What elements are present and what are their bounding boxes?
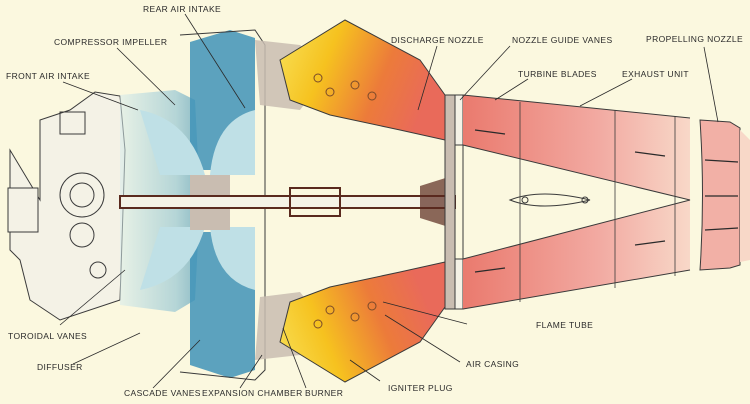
label-nozzle-guide-vanes: NOZZLE GUIDE VANES xyxy=(512,35,613,45)
label-propelling-nozzle: PROPELLING NOZZLE xyxy=(646,34,744,44)
leader-lines xyxy=(59,13,719,389)
label-discharge-nozzle: DISCHARGE NOZZLE xyxy=(391,35,484,45)
label-air-casing: AIR CASING xyxy=(466,359,520,369)
label-burner: BURNER xyxy=(305,388,344,398)
label-diffuser: DIFFUSER xyxy=(37,362,83,372)
propelling-nozzle xyxy=(699,119,750,271)
label-cascade-vanes: CASCADE VANES xyxy=(124,388,201,398)
combustion-chamber-bottom xyxy=(279,261,446,383)
accessory-gearbox xyxy=(7,91,126,321)
label-rear-air-intake: REAR AIR INTAKE xyxy=(143,4,222,14)
label-compressor-impeller: COMPRESSOR IMPELLER xyxy=(54,37,168,47)
label-toroidal-vanes: TOROIDAL VANES xyxy=(8,331,88,341)
label-expansion-chamber: EXPANSION CHAMBER xyxy=(202,388,303,398)
label-turbine-blades: TURBINE BLADES xyxy=(518,69,597,79)
label-exhaust-unit: EXHAUST UNIT xyxy=(622,69,689,79)
label-front-air-intake: FRONT AIR INTAKE xyxy=(6,71,91,81)
label-igniter-plug: IGNITER PLUG xyxy=(388,383,453,393)
label-flame-tube: FLAME TUBE xyxy=(536,320,594,330)
flow-arrows xyxy=(474,129,739,273)
main-shaft xyxy=(119,175,456,229)
exhaust-unit xyxy=(462,94,691,310)
turbine xyxy=(444,94,464,310)
